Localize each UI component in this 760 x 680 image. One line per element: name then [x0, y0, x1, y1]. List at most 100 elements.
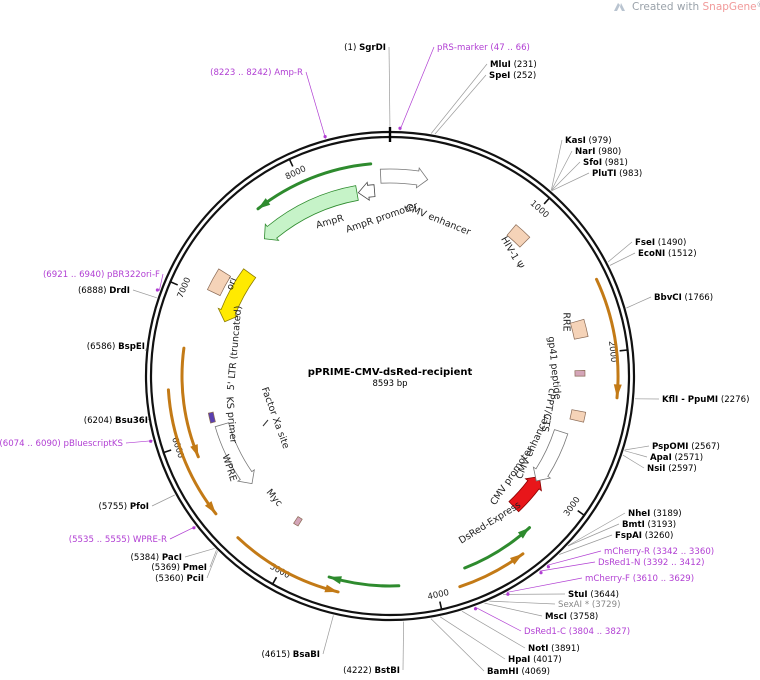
leader-line — [551, 150, 573, 191]
site-name: PacI — [162, 553, 182, 563]
primer-site-marker — [192, 526, 196, 530]
leader-line — [322, 615, 334, 655]
site-name: NarI — [575, 147, 595, 157]
site-pspomi: PspOMI (2567) — [652, 442, 720, 452]
site-name: EcoNI — [638, 249, 665, 259]
site-bspei: (6586) BspEI — [87, 342, 145, 352]
site-name: KflI - PpuMI — [662, 395, 718, 405]
site-position: (1490) — [658, 238, 687, 248]
site-position: (981) — [605, 158, 628, 168]
primer-pbluescriptks: (6074 .. 6090) pBluescriptKS — [0, 439, 123, 449]
leader-line — [388, 46, 391, 131]
site-sgrdi: (1) SgrDI — [344, 43, 386, 53]
orange-feature-arc-head — [324, 584, 339, 593]
site-position: (2597) — [668, 464, 697, 474]
orange-feature-arc-head — [204, 501, 216, 514]
dsred-express-feature — [508, 476, 542, 513]
site-name: SexAI * — [558, 600, 590, 610]
site-bsu36i: (6204) Bsu36I — [84, 416, 148, 426]
leader-line — [622, 454, 645, 469]
orange-feature-arc — [180, 346, 200, 459]
svg-text:Created with SnapGene®: Created with SnapGene® — [632, 1, 760, 13]
leader-line — [206, 551, 218, 579]
feature-arcs — [166, 162, 622, 594]
site-name: BmtI — [622, 520, 645, 530]
site-position: (3189) — [653, 509, 682, 519]
leader-line — [551, 172, 590, 192]
primer-name: DsRed1-C — [524, 627, 566, 637]
site-position: (4615) — [261, 650, 290, 660]
site-name: BspEI — [118, 342, 145, 352]
primer-name: WPRE-R — [133, 535, 167, 545]
hiv-psi-feature — [506, 224, 531, 248]
primer-name: mCherry-F — [585, 574, 630, 584]
orange-feature-arc — [166, 388, 218, 516]
leader-line — [158, 273, 164, 291]
cppt-feature — [569, 409, 587, 423]
site-position: (4069) — [521, 667, 550, 677]
primer-range: (3342 .. 3360) — [653, 547, 714, 557]
primer-mcherry-f: mCherry-F (3610 .. 3629) — [585, 574, 694, 584]
feature-label-ori: ori — [225, 276, 240, 292]
site-econi: EcoNI (1512) — [638, 249, 697, 259]
site-fsei: FseI (1490) — [635, 238, 686, 248]
site-position: (1512) — [668, 249, 697, 259]
plasmid-name: pPRIME-CMV-dsRed-recipient — [308, 367, 473, 378]
site-pcii: (5360) PciI — [155, 574, 204, 584]
leader-line — [624, 450, 648, 458]
primer-site-marker — [155, 288, 159, 292]
ampr-promoter-feature — [357, 181, 376, 202]
site-name: PmeI — [183, 563, 207, 573]
watermark-brand: SnapGene — [703, 1, 757, 13]
site-position: (3729) — [592, 600, 621, 610]
ampr-feature — [263, 185, 359, 241]
site-position: (3644) — [590, 590, 619, 600]
site-name: StuI — [568, 590, 588, 600]
site-name: PspOMI — [652, 442, 688, 452]
site-position: (6586) — [87, 342, 116, 352]
leader-line — [559, 534, 613, 555]
site-name: BamHI — [487, 667, 519, 677]
site-name: FseI — [635, 238, 655, 248]
orange-feature-arc-head — [613, 384, 622, 398]
ruler-tick-label: 4000 — [427, 588, 450, 602]
site-position: (231) — [514, 60, 537, 70]
primer-name: pBR322ori-F — [107, 270, 160, 280]
site-bsabi: (4615) BsaBI — [261, 650, 320, 660]
site-paci: (5384) PacI — [131, 553, 182, 563]
primer-mcherry-r: mCherry-R (3342 .. 3360) — [604, 547, 714, 557]
primer-wpre-r: (5535 .. 5555) WPRE-R — [69, 535, 167, 545]
primer-amp-r: (8223 .. 8242) Amp-R — [210, 68, 303, 78]
myc-feature — [293, 516, 303, 527]
wpre-feature — [214, 422, 255, 485]
primer-prs-marker: pRS-marker (47 .. 66) — [437, 43, 530, 53]
primer-site-marker — [323, 135, 327, 139]
site-position: (5360) — [155, 574, 184, 584]
site-sexai: SexAI * (3729) — [558, 600, 620, 610]
feature-label-ampr: AmpR — [315, 213, 346, 232]
site-position: (980) — [598, 147, 621, 157]
watermark-mark: ® — [757, 1, 760, 9]
site-position: (3891) — [551, 644, 580, 654]
primer-name: DsRed1-N — [598, 558, 640, 568]
leader-line — [461, 610, 526, 649]
leader-line — [125, 440, 153, 444]
primer-range: (3392 .. 3412) — [643, 558, 704, 568]
feature-label-myc: Myc — [264, 487, 285, 509]
site-position: (2571) — [675, 453, 704, 463]
site-nsii: NsiI (2597) — [647, 464, 697, 474]
leader-line — [151, 494, 175, 507]
site-mlui: MluI (231) — [490, 60, 537, 70]
ks-primer-feature — [207, 411, 216, 424]
site-position: (3260) — [645, 531, 674, 541]
leader-line — [484, 602, 543, 617]
feature-label-factor-xa-site: Factor Xa site — [259, 386, 291, 451]
site-name: SfoI — [583, 158, 602, 168]
leader-line — [626, 296, 652, 309]
site-name: FspAI — [615, 531, 642, 541]
orange-feature-arc — [236, 536, 340, 594]
site-name: ApaI — [650, 453, 672, 463]
leader-line — [550, 139, 563, 191]
leader-line — [489, 600, 556, 605]
